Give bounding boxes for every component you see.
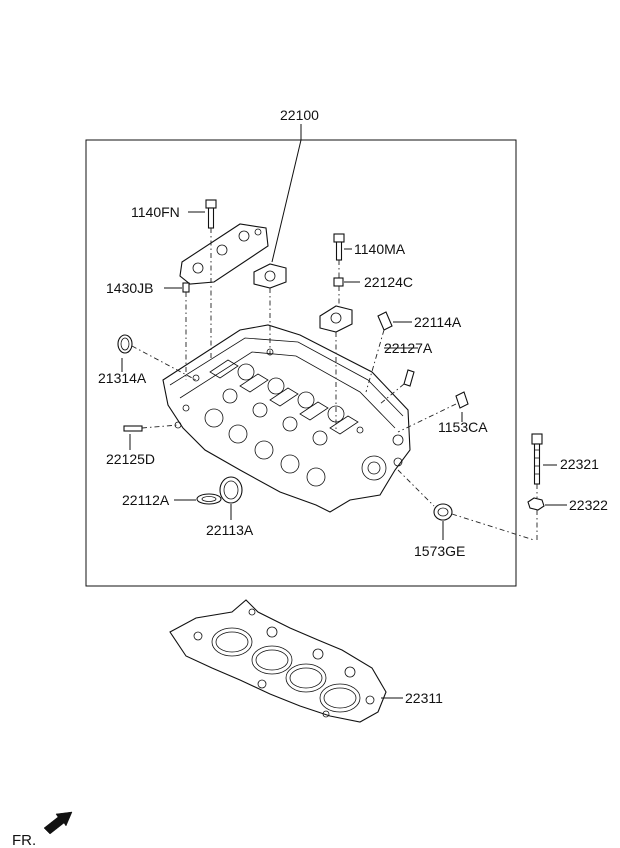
label-1140fn: 1140FN xyxy=(131,204,180,220)
label-22322: 22322 xyxy=(569,497,608,513)
bolt-1140fn xyxy=(205,199,217,229)
plug-1573ge xyxy=(433,503,453,521)
cam-bearing-cap-rear xyxy=(319,305,353,333)
label-1430jb: 1430JB xyxy=(106,280,153,296)
washer-22322 xyxy=(527,497,545,511)
ring-22113a xyxy=(219,476,243,504)
label-1573ge: 1573GE xyxy=(414,543,465,559)
label-22124c: 22124C xyxy=(364,274,413,290)
label-22100: 22100 xyxy=(280,107,319,123)
pin-1430jb xyxy=(182,282,190,293)
label-22114a: 22114A xyxy=(414,314,462,330)
label-1140ma: 1140MA xyxy=(354,241,406,257)
collar-22124c xyxy=(333,277,344,287)
bolt-22321 xyxy=(531,433,543,485)
label-22113a: 22113A xyxy=(206,522,254,538)
dashed-alignment-lines xyxy=(131,228,538,541)
label-1153ca: 1153CA xyxy=(438,419,488,435)
stud-1153ca xyxy=(455,391,469,409)
cam-bearing-cap-front xyxy=(179,223,269,285)
cam-bearing-cap-center xyxy=(253,263,287,289)
label-22321: 22321 xyxy=(560,456,599,472)
label-22311: 22311 xyxy=(405,690,443,706)
front-label: FR. xyxy=(12,832,36,848)
bolt-1140ma xyxy=(333,233,345,261)
label-22127a: 22127A xyxy=(384,340,433,356)
label-22112a: 22112A xyxy=(122,492,170,508)
front-arrow-icon xyxy=(43,811,73,835)
leader-lines xyxy=(121,139,567,699)
dowel-22114a xyxy=(377,311,393,331)
stud-22125d xyxy=(123,425,143,432)
stud-22127a xyxy=(403,369,415,387)
label-22125d: 22125D xyxy=(106,451,155,467)
head-gasket xyxy=(169,599,387,723)
label-21314a: 21314A xyxy=(98,370,147,386)
cylinder-head xyxy=(162,324,411,513)
seal-22112a xyxy=(196,493,222,505)
plug-21314a xyxy=(117,334,133,354)
